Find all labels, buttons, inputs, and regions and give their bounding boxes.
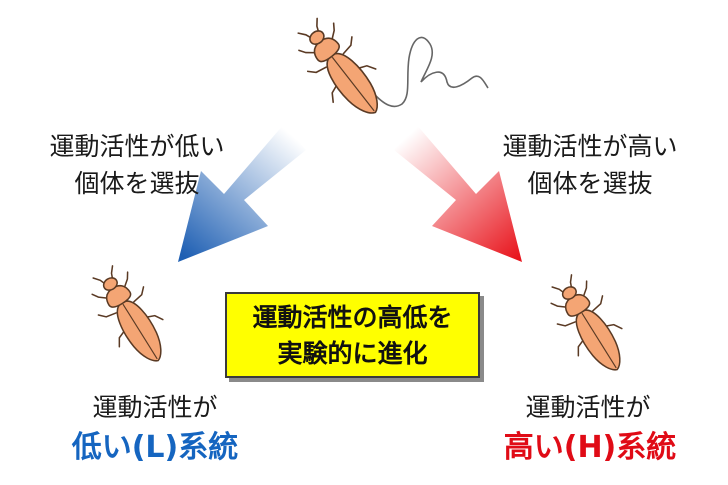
beetle-icon-right (538, 266, 641, 385)
low-line-label: 運動活性が (92, 393, 218, 422)
selection-low-line-2: 個体を選抜 (74, 169, 200, 198)
thread-trail (374, 36, 489, 108)
center-callout-box: 運動活性の高低を 実験的に進化 (225, 292, 480, 378)
arrow-down-right-icon (394, 124, 522, 262)
center-callout-line-1: 運動活性の高低を (252, 303, 453, 332)
selection-low-text: 運動活性が低い 個体を選抜 (22, 128, 252, 202)
selection-high-text: 運動活性が高い 個体を選抜 (470, 128, 710, 202)
high-line-name: 高い(H)系統 (503, 430, 677, 465)
arrow-down-left-icon (178, 124, 306, 262)
selection-high-line-1: 運動活性が高い (502, 132, 678, 161)
beetle-icon-top (284, 7, 399, 131)
center-callout-line-2: 実験的に進化 (277, 339, 428, 368)
low-line-name: 低い(L)系統 (71, 430, 239, 465)
beetle-icon-left (79, 257, 182, 376)
high-line-label: 運動活性が (525, 393, 651, 422)
selection-high-line-2: 個体を選抜 (527, 169, 653, 198)
selection-low-line-1: 運動活性が低い (49, 132, 225, 161)
